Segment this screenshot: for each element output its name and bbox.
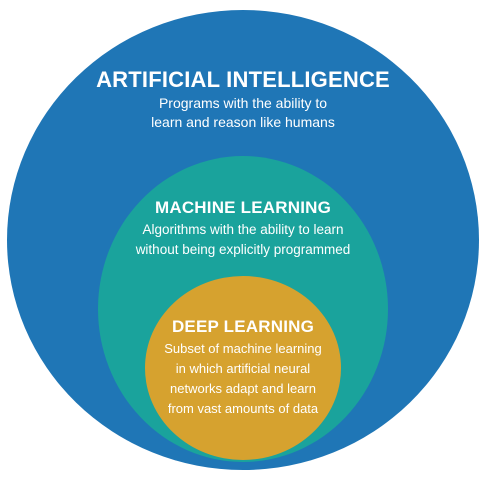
machine-learning-title: MACHINE LEARNING	[154, 198, 332, 217]
artificial-intelligence-desc-line2: learn and reason like humans	[151, 114, 335, 130]
deep-learning-desc-line3: networks adapt and learn	[170, 381, 316, 396]
deep-learning-desc-line4: from vast amounts of data	[167, 401, 319, 416]
machine-learning-label: MACHINE LEARNING Algorithms with the abi…	[120, 197, 366, 259]
machine-learning-desc-line1: Algorithms with the ability to learn	[142, 222, 344, 237]
deep-learning-desc-line1: Subset of machine learning	[164, 341, 322, 356]
deep-learning-label: DEEP LEARNING Subset of machine learning…	[155, 316, 331, 418]
artificial-intelligence-title: ARTIFICIAL INTELLIGENCE	[96, 67, 390, 92]
deep-learning-title: DEEP LEARNING	[171, 317, 315, 336]
deep-learning-circle	[145, 276, 341, 460]
artificial-intelligence-label: ARTIFICIAL INTELLIGENCE Programs with th…	[60, 66, 426, 132]
artificial-intelligence-desc-line1: Programs with the ability to	[158, 95, 328, 111]
deep-learning-desc-line2: in which artificial neural	[175, 361, 311, 376]
machine-learning-desc-line2: without being explicitly programmed	[135, 242, 351, 257]
